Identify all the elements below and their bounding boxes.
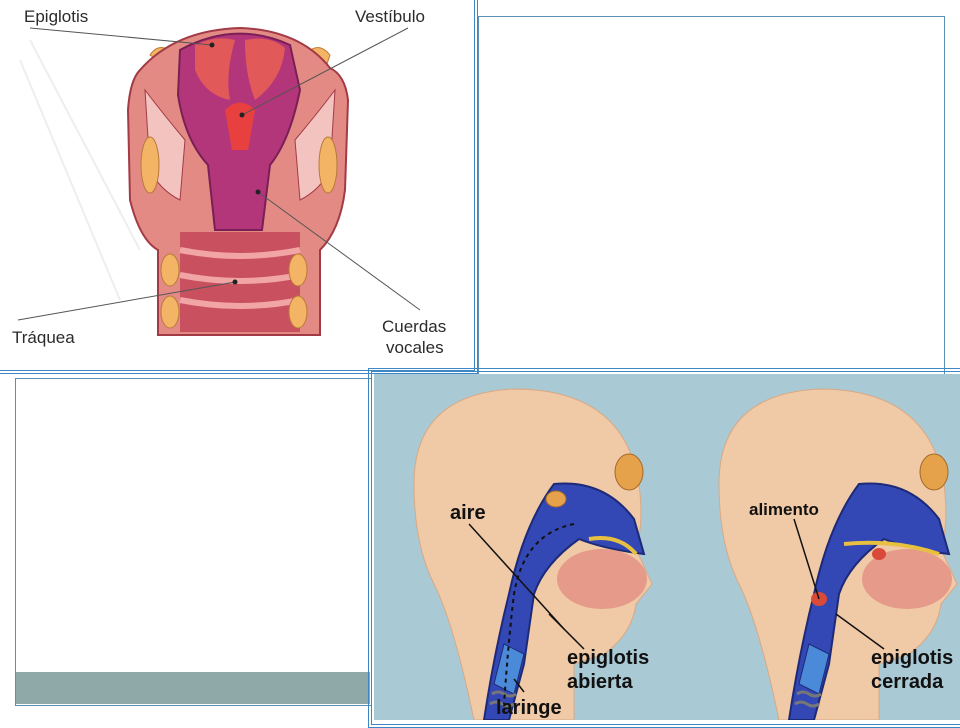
label-epiglotis-abierta-2: abierta (567, 671, 633, 693)
swallowing-diagram-panel: aire alimento epiglotis abierta epigloti… (374, 374, 960, 720)
label-vocales: vocales (386, 338, 444, 357)
top-right-frame (478, 16, 945, 375)
label-alimento: alimento (749, 500, 819, 519)
larynx-diagram: Epiglotis Vestíbulo Tráquea Cuerdas voca… (0, 0, 476, 374)
label-aire: aire (450, 502, 486, 524)
label-epiglotis-cerrada-1: epiglotis (871, 647, 953, 669)
label-laringe: laringe (496, 697, 562, 719)
label-epiglotis-abierta-1: epiglotis (567, 647, 649, 669)
label-cuerdas: Cuerdas (382, 317, 446, 336)
label-traquea: Tráquea (12, 328, 75, 347)
larynx-panel-border (0, 0, 478, 374)
bottom-left-frame (15, 378, 372, 706)
footer-bar (16, 672, 370, 704)
swallowing-panel-border (368, 368, 960, 728)
swallowing-diagram: aire alimento epiglotis abierta epigloti… (374, 374, 960, 720)
larynx-diagram-panel: Epiglotis Vestíbulo Tráquea Cuerdas voca… (0, 0, 476, 374)
label-epiglotis: Epiglotis (24, 7, 88, 26)
label-epiglotis-cerrada-2: cerrada (871, 671, 944, 693)
label-vestibulo: Vestíbulo (355, 7, 425, 26)
